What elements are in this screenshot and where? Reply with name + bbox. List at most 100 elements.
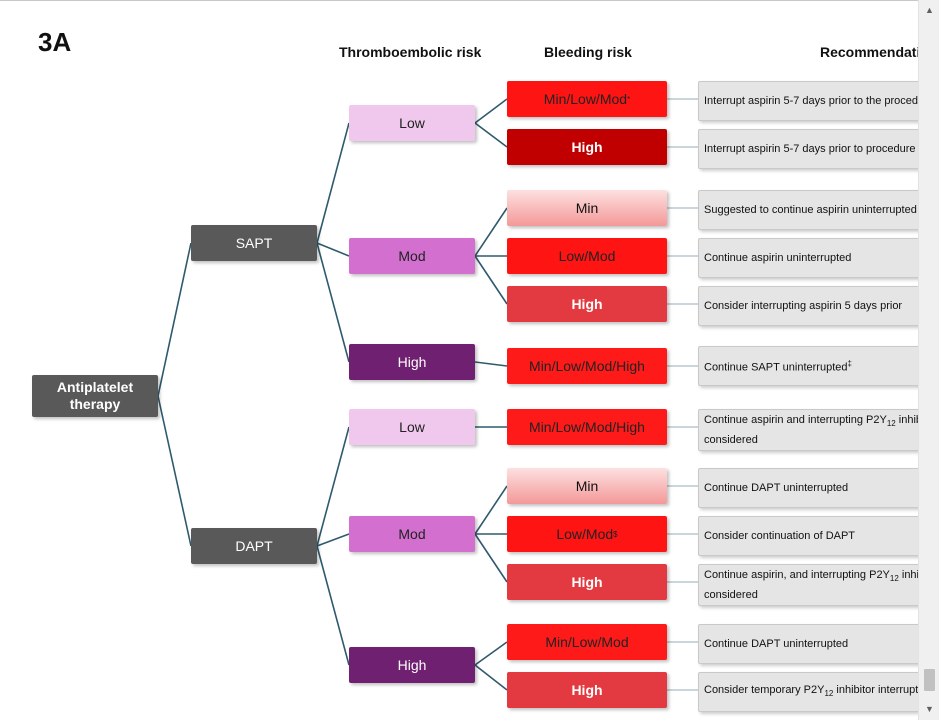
recommendation-box: Interrupt aspirin 5-7 days prior to the … bbox=[698, 81, 938, 121]
te-node-dapt-low: Low bbox=[349, 409, 475, 445]
bleed-node-dapt-low-all: Min/Low/Mod/High bbox=[507, 409, 667, 445]
scrollbar-thumb[interactable] bbox=[924, 669, 935, 691]
bleed-label: High bbox=[571, 682, 603, 698]
bleed-node-sapt-mod-min: Min bbox=[507, 190, 667, 226]
te-node-sapt-mod: Mod bbox=[349, 238, 475, 274]
recommendation-box: Continue DAPT uninterrupted bbox=[698, 624, 938, 664]
recommendation-subscript: 12 bbox=[824, 689, 834, 699]
connector-dapt-mod bbox=[316, 533, 350, 547]
bleed-label: Low/Mod bbox=[556, 526, 614, 542]
bleed-footnote-mark: * bbox=[627, 94, 631, 104]
recommendation-text: Continue aspirin, and interrupting P2Y12… bbox=[704, 567, 937, 603]
header-thromboembolic-risk: Thromboembolic risk bbox=[339, 44, 482, 60]
recommendation-box: Consider continuation of DAPT bbox=[698, 516, 938, 556]
recommendation-text: Continue DAPT uninterrupted bbox=[704, 482, 849, 494]
recommendation-text: Continue DAPT uninterrupted bbox=[704, 638, 849, 650]
recommendation-box: Continue aspirin uninterrupted bbox=[698, 238, 938, 278]
recommendation-box: Continue aspirin, and interrupting P2Y12… bbox=[698, 564, 938, 606]
recommendation-text: Continue SAPT uninterrupted‡ bbox=[704, 356, 852, 376]
recommendation-text: Consider temporary P2Y12 inhibitor inter… bbox=[704, 682, 933, 702]
recommendation-text-line2: considered bbox=[704, 434, 758, 447]
recommendation-text: Interrupt aspirin 5-7 days prior to the … bbox=[704, 95, 934, 107]
recommendation-box: Continue aspirin and interrupting P2Y12 … bbox=[698, 409, 938, 451]
connector-te-bleed bbox=[474, 533, 508, 583]
therapy-node-dapt: DAPT bbox=[191, 528, 317, 564]
bleed-node-dapt-mod-lowmod: Low/Mod$ bbox=[507, 516, 667, 552]
bleed-label: Min bbox=[575, 478, 599, 494]
connector-dapt-low bbox=[316, 426, 350, 547]
bleed-node-sapt-low-high: High bbox=[507, 129, 667, 165]
recommendation-text-line2: considered bbox=[704, 589, 758, 602]
recommendation-text: Interrupt aspirin 5-7 days prior to proc… bbox=[704, 143, 916, 155]
header-bleeding-risk: Bleeding risk bbox=[544, 44, 632, 60]
bleed-label: Min bbox=[575, 200, 599, 216]
connector-sapt-mod bbox=[316, 242, 350, 257]
bleed-node-dapt-mod-high: High bbox=[507, 564, 667, 600]
connector-te-bleed bbox=[474, 122, 508, 148]
therapy-label: SAPT bbox=[235, 235, 273, 251]
header-recommendations: Recommendations bbox=[820, 44, 939, 60]
connector-lines bbox=[157, 98, 698, 691]
connector-root-sapt bbox=[157, 242, 192, 397]
connector-sapt-high bbox=[316, 242, 350, 363]
therapy-label: DAPT bbox=[235, 538, 273, 554]
bleed-label: High bbox=[571, 139, 603, 155]
connector-root-dapt bbox=[157, 395, 192, 547]
bleed-label: High bbox=[571, 296, 603, 312]
connector-te-bleed bbox=[474, 98, 508, 124]
recommendation-text: Continue aspirin and interrupting P2Y12 … bbox=[704, 412, 937, 448]
recommendation-text-line1a: Consider temporary P2Y bbox=[704, 683, 825, 696]
scroll-down-arrow-icon[interactable]: ▼ bbox=[925, 704, 934, 714]
te-node-dapt-high: High bbox=[349, 647, 475, 683]
root-node-antiplatelet-therapy: Antiplatelet therapy bbox=[32, 375, 158, 417]
recommendation-box: Consider temporary P2Y12 inhibitor inter… bbox=[698, 672, 938, 712]
recommendation-text: Continue aspirin uninterrupted bbox=[704, 252, 852, 264]
connector-sapt-low bbox=[316, 122, 350, 244]
recommendation-text: Consider continuation of DAPT bbox=[704, 530, 856, 542]
bleed-node-sapt-low-minlowmod: Min/Low/Mod* bbox=[507, 81, 667, 117]
te-label: High bbox=[397, 657, 427, 673]
recommendation-box: Continue SAPT uninterrupted‡ bbox=[698, 346, 938, 386]
te-label: Mod bbox=[398, 526, 426, 542]
connector-te-bleed bbox=[474, 485, 508, 535]
connector-dapt-high bbox=[316, 545, 350, 666]
recommendation-text: Suggested to continue aspirin uninterrup… bbox=[704, 204, 917, 216]
te-label: Low bbox=[399, 419, 425, 435]
recommendation-box: Continue DAPT uninterrupted bbox=[698, 468, 938, 508]
bleed-label: Min/Low/Mod/High bbox=[529, 358, 645, 374]
bleed-label: Low/Mod bbox=[558, 248, 616, 264]
bleed-node-dapt-high-high: High bbox=[507, 672, 667, 708]
recommendation-text-main: Continue SAPT uninterrupted bbox=[704, 361, 848, 374]
recommendation-box: Suggested to continue aspirin uninterrup… bbox=[698, 190, 938, 230]
te-label: Mod bbox=[398, 248, 426, 264]
recommendation-text-line1a: Continue aspirin and interrupting P2Y bbox=[704, 413, 887, 426]
figure-label: 3A bbox=[38, 27, 72, 57]
footnote-mark: ‡ bbox=[847, 359, 852, 369]
recommendation-subscript: 12 bbox=[889, 574, 899, 584]
vertical-scrollbar[interactable]: ▲ ▼ bbox=[918, 0, 939, 720]
connector-te-bleed bbox=[474, 207, 508, 257]
te-label: High bbox=[397, 354, 427, 370]
connector-te-bleed bbox=[474, 664, 508, 691]
bleed-node-sapt-mod-high: High bbox=[507, 286, 667, 322]
recommendation-subscript: 12 bbox=[886, 419, 896, 429]
connector-te-bleed bbox=[474, 361, 508, 367]
bleed-node-dapt-high-minlowmod: Min/Low/Mod bbox=[507, 624, 667, 660]
therapy-node-sapt: SAPT bbox=[191, 225, 317, 261]
recommendation-text-line1a: Continue aspirin, and interrupting P2Y bbox=[704, 568, 890, 581]
recommendation-text-line1b: inhibitor interruption bbox=[833, 683, 934, 696]
bleed-footnote-mark: $ bbox=[613, 529, 618, 539]
root-label-line1: Antiplatelet bbox=[56, 379, 134, 395]
recommendation-box: Consider interrupting aspirin 5 days pri… bbox=[698, 286, 938, 326]
te-node-sapt-high: High bbox=[349, 344, 475, 380]
te-node-dapt-mod: Mod bbox=[349, 516, 475, 552]
te-node-sapt-low: Low bbox=[349, 105, 475, 141]
te-label: Low bbox=[399, 115, 425, 131]
bleed-node-sapt-high-all: Min/Low/Mod/High bbox=[507, 348, 667, 384]
bleed-node-dapt-mod-min: Min bbox=[507, 468, 667, 504]
scroll-up-arrow-icon[interactable]: ▲ bbox=[925, 5, 934, 15]
recommendation-text: Consider interrupting aspirin 5 days pri… bbox=[704, 300, 903, 312]
bleed-label: Min/Low/Mod/High bbox=[529, 419, 645, 435]
bleed-node-sapt-mod-lowmod: Low/Mod bbox=[507, 238, 667, 274]
